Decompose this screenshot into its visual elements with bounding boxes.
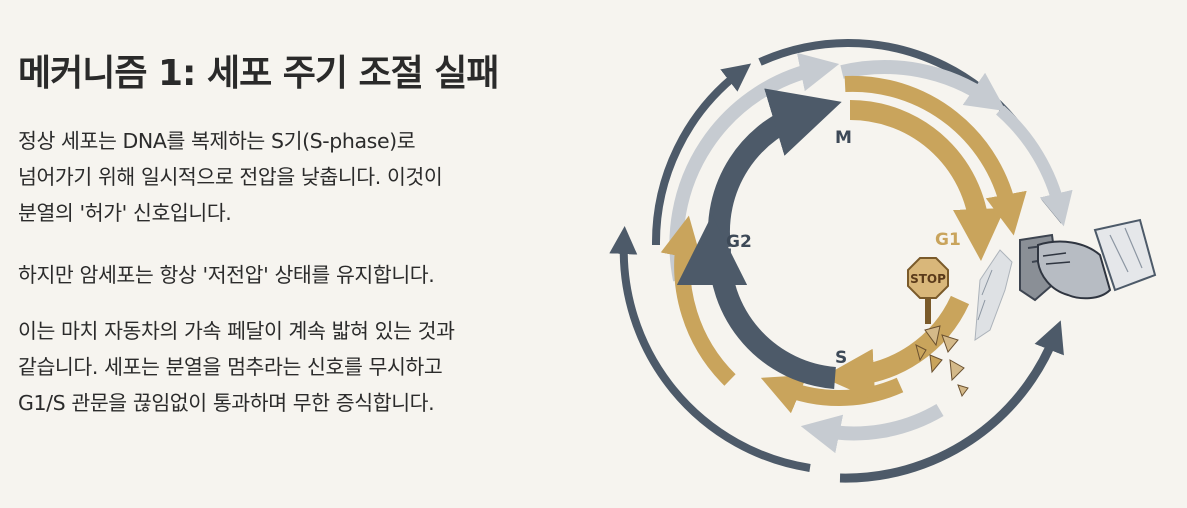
- outer-cycle-arrow: [651, 63, 752, 246]
- outer-cycle-arrow: [839, 320, 1064, 483]
- page-title: 메커니즘 1: 세포 주기 조절 실패: [18, 53, 500, 94]
- phase-label-s: S: [835, 348, 847, 368]
- paragraph-line: G1/S 관문을 끊임없이 통과하며 무한 증식합니다.: [18, 391, 435, 415]
- stop-sign-icon: STOP: [907, 257, 949, 324]
- phase-label-g1: G1: [935, 230, 961, 250]
- gray-cycle-arrow: [840, 60, 1007, 112]
- paragraph-normal-cell: 정상 세포는 DNA를 복제하는 S기(S-phase)로 넘어가기 위해 일시…: [18, 123, 558, 231]
- paragraph-line: 같습니다. 세포는 분열을 멈추라는 신호를 무시하고: [18, 355, 443, 379]
- paragraph-line: 정상 세포는 DNA를 복제하는 S기(S-phase)로: [18, 129, 416, 153]
- paragraph-line: 하지만 암세포는 항상 '저전압' 상태를 유지합니다.: [18, 263, 435, 287]
- outer-cycle-arrow: [609, 226, 811, 472]
- paragraph-line: 넘어가기 위해 일시적으로 전압을 낮춥니다. 이것이: [18, 165, 443, 189]
- gold-cycle-arrow: [760, 375, 904, 414]
- g1-phase-arrow: [849, 100, 1005, 261]
- paragraph-line: 이는 마치 자동차의 가속 페달이 계속 밟혀 있는 것과: [18, 319, 455, 343]
- gold-cycle-arrow: [844, 75, 1027, 236]
- paragraph-line: 분열의 '허가' 신호입니다.: [18, 201, 232, 225]
- paragraph-cancer-cell: 하지만 암세포는 항상 '저전압' 상태를 유지합니다.: [18, 257, 558, 293]
- gray-cycle-arrow: [996, 105, 1073, 227]
- stop-sign-label: STOP: [910, 272, 946, 286]
- cell-cycle-diagram: M G1 G2 S STOP: [609, 39, 1157, 483]
- foot-on-pedal-icon: [1019, 218, 1157, 302]
- gray-cycle-arrow: [800, 403, 944, 454]
- s-phase-arrow: [822, 295, 970, 401]
- m-phase-arrow: [707, 88, 842, 250]
- paragraph-accelerator-analogy: 이는 마치 자동차의 가속 페달이 계속 밟혀 있는 것과 같습니다. 세포는 …: [18, 313, 558, 421]
- broken-checkpoint-icon: [915, 249, 1013, 398]
- phase-label-m: M: [835, 128, 852, 148]
- g2-phase-arrow: [708, 247, 837, 389]
- phase-label-g2: G2: [726, 232, 752, 252]
